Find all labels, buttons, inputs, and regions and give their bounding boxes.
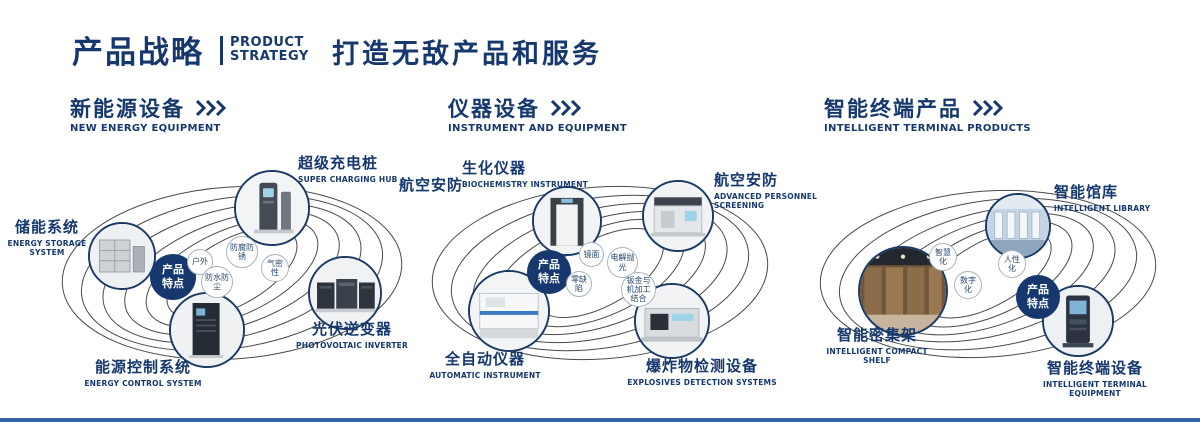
energy-storage-image (90, 224, 154, 288)
node-pv-inverter (308, 256, 382, 330)
label-en: AUTOMATIC INSTRUMENT (429, 371, 541, 380)
label-intelligent-terminal: 智能终端设备 INTELLIGENT TERMINAL EQUIPMENT (1020, 357, 1170, 398)
label-cn: 全自动仪器 (444, 350, 525, 368)
label-cn: 航空安防 (399, 176, 464, 194)
feature-bubble: 防水防尘 (201, 266, 233, 298)
label-en: INTELLIGENT COMPACT SHELF (826, 347, 928, 365)
page-title-en-line2: STRATEGY (230, 49, 309, 64)
label-biochemistry-instrument: 生化仪器 BIOCHEMISTRY INSTRUMENT (462, 157, 588, 189)
feature-bubble: 钣金与机加工结合 (621, 272, 656, 307)
section-title-text: 新能源设备 (70, 97, 185, 121)
slogan: 打造无敌产品和服务 (332, 39, 602, 70)
section-title-new-energy: 新能源设备 (70, 93, 229, 123)
node-biochemistry-instrument (532, 186, 602, 256)
feature-bubble: 镜面 (579, 242, 604, 267)
section-subtitle-intelligent: INTELLIGENT TERMINAL PRODUCTS (824, 123, 1031, 134)
pv-inverter-image (310, 258, 380, 328)
page-title-english: PRODUCT STRATEGY (230, 36, 309, 64)
feature-bubble: 气密性 (261, 254, 289, 282)
label-en: EXPLOSIVES DETECTION SYSTEMS (627, 378, 777, 387)
node-personnel-screening (642, 180, 714, 252)
node-automatic-instrument (468, 270, 550, 352)
label-en: INTELLIGENT TERMINAL EQUIPMENT (1042, 380, 1148, 398)
label-en: ENERGY STORAGE SYSTEM (7, 239, 87, 257)
label-intelligent-library: 智能馆库 INTELLIGENT LIBRARY (1054, 181, 1150, 213)
label-en: SUPER CHARGING HUB (298, 175, 398, 184)
node-super-charging-hub (234, 170, 310, 246)
label-energy-storage: 储能系统 ENERGY STORAGE SYSTEM (2, 216, 92, 257)
page-title: 产品战略 (72, 35, 204, 71)
label-cn: 智能馆库 (1054, 183, 1119, 201)
feature-badge-label: 产品特点 (537, 258, 560, 285)
bottom-strip (0, 418, 1200, 422)
label-explosives-detection: 爆炸物检测设备 EXPLOSIVES DETECTION SYSTEMS (626, 355, 778, 387)
section-subtitle-instrument: INSTRUMENT AND EQUIPMENT (448, 123, 627, 134)
label-personnel-screening: 航空安防 ADVANCED PERSONNEL SCREENING (714, 169, 829, 210)
node-energy-storage (88, 222, 156, 290)
page-title-en-line1: PRODUCT (230, 35, 304, 50)
personnel-screening-image (644, 182, 712, 250)
security-gate-image (534, 188, 600, 254)
label-cn: 超级充电桩 (298, 154, 379, 172)
feature-bubble: 零缺陷 (566, 271, 592, 297)
label-en: INTELLIGENT LIBRARY (1054, 204, 1151, 213)
feature-badge-instrument: 产品特点 (527, 250, 571, 294)
section-title-intelligent: 智能终端产品 (824, 93, 1006, 123)
feature-bubble: 人性化 (998, 250, 1026, 278)
feature-badge-intelligent: 产品特点 (1016, 275, 1060, 319)
node-compact-shelf (858, 246, 948, 336)
automatic-instrument-image (470, 272, 548, 350)
label-en: PHOTOVOLTAIC INVERTER (296, 341, 408, 350)
label-cn: 智能终端设备 (1046, 359, 1143, 377)
label-cn: 储能系统 (14, 218, 79, 236)
chevrons-right-icon (972, 100, 1004, 116)
feature-badge-label: 产品特点 (161, 263, 184, 290)
orbit-rings-new-energy (61, 185, 403, 361)
label-pv-inverter: 光伏逆变器 PHOTOVOLTAIC INVERTER (292, 318, 412, 350)
label-en: ADVANCED PERSONNEL SCREENING (714, 192, 818, 210)
label-aviation-security-left: 航空安防 (399, 174, 463, 195)
feature-bubble: 智慧化 (929, 243, 957, 271)
explosives-detection-image (636, 285, 708, 357)
feature-bubble: 防腐防锈 (226, 236, 258, 268)
node-intelligent-library (985, 193, 1051, 259)
chevrons-right-icon (195, 100, 227, 116)
label-super-charging-hub: 超级充电桩 SUPER CHARGING HUB (298, 152, 398, 184)
title-divider (220, 36, 223, 65)
label-cn: 光伏逆变器 (311, 320, 392, 338)
charging-hub-image (236, 172, 308, 244)
label-cn: 生化仪器 (462, 159, 527, 177)
energy-control-image (171, 294, 243, 366)
feature-badge-label: 产品特点 (1026, 283, 1049, 310)
label-cn: 智能密集架 (836, 326, 917, 344)
label-automatic-instrument: 全自动仪器 AUTOMATIC INSTRUMENT (424, 348, 546, 380)
section-title-instrument: 仪器设备 (448, 93, 584, 123)
label-en: ENERGY CONTROL SYSTEM (84, 379, 202, 388)
label-cn: 能源控制系统 (94, 358, 191, 376)
label-cn: 航空安防 (714, 171, 779, 189)
label-compact-shelf: 智能密集架 INTELLIGENT COMPACT SHELF (816, 324, 938, 365)
feature-bubble: 数字化 (954, 271, 982, 299)
section-title-text: 智能终端产品 (824, 97, 962, 121)
node-explosives-detection (634, 283, 710, 359)
section-title-text: 仪器设备 (448, 97, 540, 121)
label-en: BIOCHEMISTRY INSTRUMENT (462, 180, 588, 189)
chevrons-right-icon (550, 100, 582, 116)
label-cn: 爆炸物检测设备 (645, 357, 758, 375)
label-energy-control: 能源控制系统 ENERGY CONTROL SYSTEM (82, 356, 204, 388)
intelligent-library-image (987, 195, 1049, 257)
section-subtitle-new-energy: NEW ENERGY EQUIPMENT (70, 123, 221, 134)
